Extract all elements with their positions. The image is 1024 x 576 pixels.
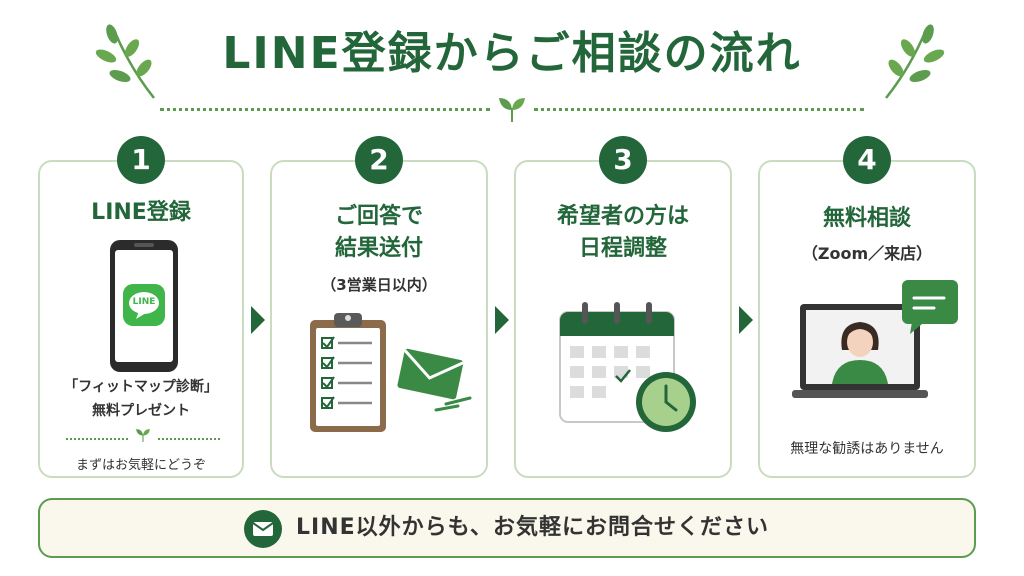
divider <box>66 438 128 440</box>
step-title-line-2: 結果送付 <box>334 236 423 261</box>
step-title: 無料相談 <box>822 206 911 231</box>
header: LINE登録からご相談の流れ <box>0 24 1024 84</box>
divider <box>158 438 220 440</box>
arrow-right-icon <box>251 306 265 334</box>
step-title-line-1: ご回答で <box>334 204 423 229</box>
step-sub: （3営業日以内） <box>321 276 437 294</box>
calendar-icon <box>559 302 696 432</box>
step-card-3: 希望者の方は 日程調整 <box>514 160 732 478</box>
step-card-2: ご回答で 結果送付 （3営業日以内） <box>270 160 488 478</box>
step-sub: （Zoom／来店） <box>801 244 933 263</box>
laptop-consultation-icon <box>792 280 958 398</box>
step-card-4: 無料相談 （Zoom／来店） 無理な勧誘はありません <box>758 160 976 478</box>
step-number-badge: 1 <box>117 136 165 184</box>
step-card-1: LINE登録 LINE 「フィットマップ診断」 無料プレゼント まずはお気軽にど… <box>38 160 244 478</box>
arrow-right-icon <box>495 306 509 334</box>
step-number-badge: 2 <box>355 136 403 184</box>
mail-send-icon <box>397 348 472 412</box>
step-number-badge: 4 <box>843 136 891 184</box>
arrow-right-icon <box>739 306 753 334</box>
step-title-line-1: 希望者の方は <box>556 204 689 229</box>
divider <box>160 108 490 111</box>
page-title: LINE登録からご相談の流れ <box>222 28 802 79</box>
present-line-1: 「フィットマップ診断」 <box>64 379 218 395</box>
line-logo-text: LINE <box>132 297 156 307</box>
sprout-icon <box>136 429 150 442</box>
contact-text: LINE以外からも、お気軽にお問合せください <box>296 515 769 540</box>
step-note: 無理な勧誘はありません <box>790 441 944 457</box>
step-number-badge: 3 <box>599 136 647 184</box>
present-line-2: 無料プレゼント <box>92 403 190 419</box>
clipboard-icon <box>310 313 386 432</box>
leaf-branch-icon <box>885 24 945 99</box>
sprout-icon <box>499 98 525 122</box>
step-title: LINE登録 <box>91 200 191 225</box>
step-note: まずはお気軽にどうぞ <box>75 458 206 473</box>
divider <box>534 108 864 111</box>
leaf-branch-icon <box>95 24 155 99</box>
contact-banner[interactable]: LINE以外からも、お気軽にお問合せください <box>38 498 976 558</box>
smartphone-icon <box>110 240 178 372</box>
step-title-line-2: 日程調整 <box>578 236 667 261</box>
mail-icon <box>244 510 282 548</box>
